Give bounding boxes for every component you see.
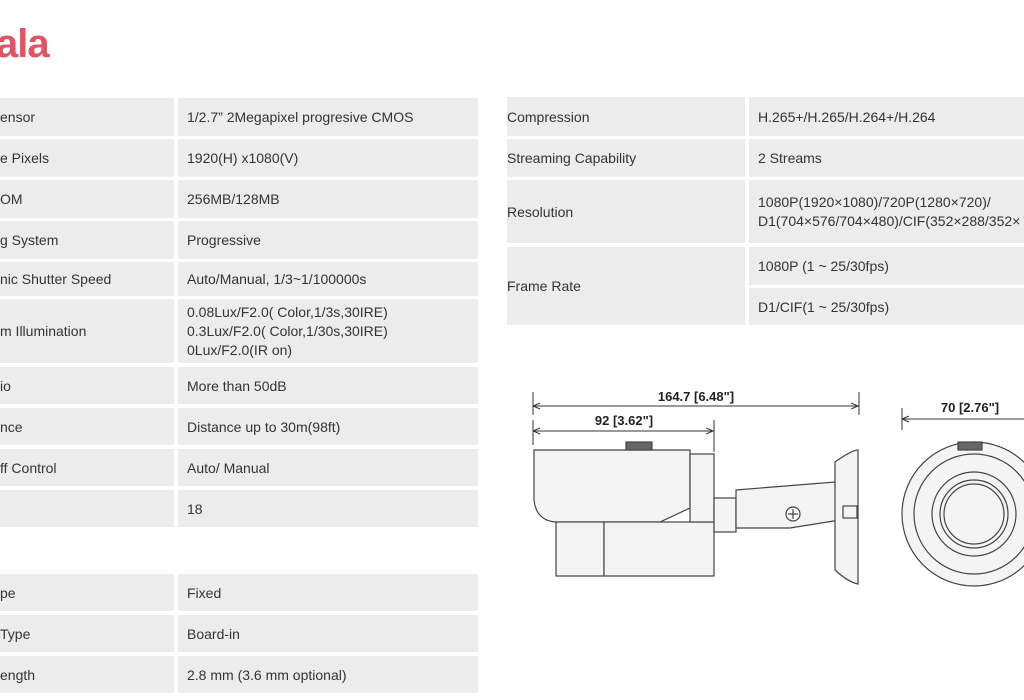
resolution-line-1: 1080P(1920×1080)/720P(1280×720)/ <box>758 193 991 210</box>
spec-value-mount-type: Board-in <box>178 615 478 652</box>
camera-side-view <box>533 441 859 585</box>
spec-value-scanning: Progressive <box>178 221 478 259</box>
spec-label-mount-type: Type <box>0 615 174 652</box>
diameter-label: 70 [2.76"] <box>941 400 999 415</box>
spec-label-framerate: Frame Rate <box>507 247 745 325</box>
spec-label-illumination: m Illumination <box>0 299 174 363</box>
spec-label-scanning: g System <box>0 221 174 259</box>
spec-value-lens-type: Fixed <box>178 574 478 611</box>
dimension-drawing: 164.7 [6.48"] 92 [3.62"] 70 [2.76"] <box>532 389 1024 587</box>
spec-value-shutter: Auto/Manual, 1/3~1/100000s <box>178 262 478 296</box>
camera-front-view <box>901 441 1024 587</box>
total-length-dimension: 164.7 [6.48"] <box>532 389 860 415</box>
spec-label-pixels: e Pixels <box>0 139 174 177</box>
spec-label-streaming: Streaming Capability <box>507 139 745 177</box>
spec-label-shutter: nic Shutter Speed <box>0 262 174 296</box>
spec-label-snr: io <box>0 367 174 404</box>
spec-value-sensor: 1/2.7” 2Megapixel progresive CMOS <box>178 98 478 136</box>
spec-label-ir-distance: nce <box>0 408 174 445</box>
spec-value-ir-distance: Distance up to 30m(98ft) <box>178 408 478 445</box>
body-length-dimension: 92 [3.62"] <box>532 413 715 452</box>
spec-value-framerate-1080p: 1080P (1 ~ 25/30fps) <box>749 247 1024 285</box>
spec-label-ir-control: ff Control <box>0 449 174 486</box>
spec-label-focal-length: ength <box>0 656 174 693</box>
spec-value-streaming: 2 Streams <box>749 139 1024 177</box>
spec-label-ir-led <box>0 490 174 527</box>
spec-value-illumination: 0.08Lux/F2.0( Color,1/3s,30IRE) 0.3Lux/F… <box>178 299 478 363</box>
spec-value-compression: H.265+/H.265/H.264+/H.264 <box>749 97 1024 136</box>
brand-logo: ala <box>0 22 50 66</box>
spec-value-focal-length: 2.8 mm (3.6 mm optional) <box>178 656 478 693</box>
spec-label-resolution: Resolution <box>507 180 745 243</box>
spec-label-rom: OM <box>0 180 174 218</box>
spec-value-pixels: 1920(H) x1080(V) <box>178 139 478 177</box>
spec-value-snr: More than 50dB <box>178 367 478 404</box>
diameter-dimension: 70 [2.76"] <box>901 400 1024 430</box>
spec-value-framerate-d1: D1/CIF(1 ~ 25/30fps) <box>749 288 1024 325</box>
resolution-line-2: D1(704×576/704×480)/CIF(352×288/352× <box>758 212 1021 229</box>
spec-label-lens-type: pe <box>0 574 174 611</box>
spec-label-compression: Compression <box>507 97 745 136</box>
spec-value-ir-led: 18 <box>178 490 478 527</box>
body-length-label: 92 [3.62"] <box>595 413 653 428</box>
spec-label-sensor: ensor <box>0 98 174 136</box>
spec-value-ir-control: Auto/ Manual <box>178 449 478 486</box>
spec-value-resolution: 1080P(1920×1080)/720P(1280×720)/ D1(704×… <box>749 180 1024 243</box>
spec-value-rom: 256MB/128MB <box>178 180 478 218</box>
total-length-label: 164.7 [6.48"] <box>658 389 734 404</box>
